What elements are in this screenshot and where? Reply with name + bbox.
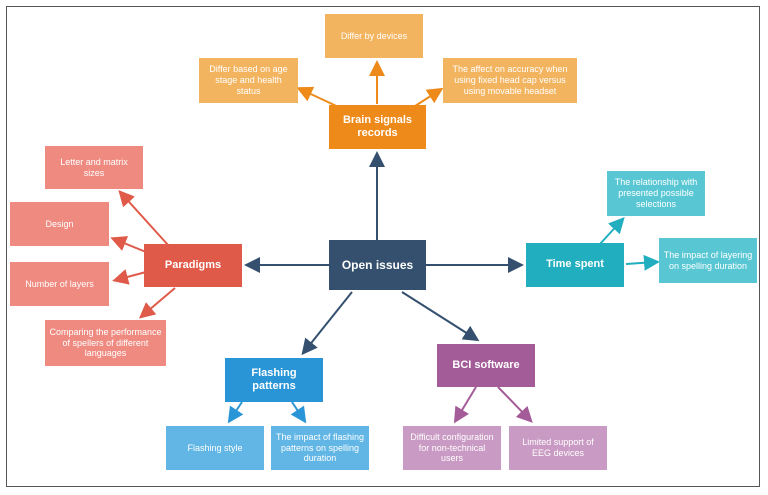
link-time-layering [625, 254, 660, 271]
node-open-issues-label: Open issues [341, 257, 414, 272]
node-paradigm-compare: Comparing the performance of spellers of… [45, 320, 166, 366]
node-flashing-patterns-label: Flashing patterns [251, 366, 297, 392]
node-flashing-style: Flashing style [166, 426, 264, 470]
node-bci-config: Difficult configuration for non-technica… [403, 426, 501, 470]
node-bci-limited: Limited support of EEG devices [509, 426, 607, 470]
node-time-layering-label: The impact of layering on spelling durat… [663, 249, 753, 271]
node-paradigm-letter-label: Letter and matrix sizes [60, 156, 128, 178]
node-brain-accuracy-label: The affect on accuracy when using fixed … [452, 64, 568, 96]
link-bci-limited [497, 386, 533, 423]
node-paradigm-design-label: Design [45, 218, 74, 229]
link-flashing-impact [290, 401, 307, 424]
node-brain-age: Differ based on age stage and health sta… [199, 58, 298, 103]
link-time-relationship [599, 217, 625, 245]
node-time-layering: The impact of layering on spelling durat… [659, 238, 757, 283]
node-time-relationship-label: The relationship with presented possible… [614, 177, 698, 209]
node-brain-devices: Differ by devices [325, 14, 423, 58]
node-bci-software: BCI software [437, 344, 535, 387]
node-flashing-impact-label: The impact of flashing patterns on spell… [275, 431, 365, 464]
link-center-bci [401, 291, 480, 342]
node-brain-accuracy: The affect on accuracy when using fixed … [443, 58, 577, 103]
link-paradigms-layers [112, 269, 147, 285]
link-paradigms-design [110, 236, 147, 253]
node-brain-devices-label: Differ by devices [340, 30, 408, 41]
node-paradigm-letter: Letter and matrix sizes [45, 146, 143, 189]
node-paradigm-layers: Number of layers [10, 262, 109, 306]
node-time-relationship: The relationship with presented possible… [607, 171, 705, 216]
node-bci-limited-label: Limited support of EEG devices [522, 437, 594, 458]
link-center-flashing [301, 291, 353, 356]
node-paradigm-layers-label: Number of layers [25, 278, 94, 289]
node-brain-signals: Brain signals records [329, 105, 426, 149]
node-flashing-impact: The impact of flashing patterns on spell… [271, 426, 369, 470]
link-flashing-style [227, 401, 244, 424]
node-bci-software-label: BCI software [452, 358, 520, 371]
link-bci-config [453, 386, 477, 424]
node-open-issues: Open issues [329, 240, 426, 290]
diagram-frame [6, 6, 760, 487]
node-paradigms: Paradigms [144, 244, 242, 287]
node-flashing-patterns: Flashing patterns [225, 358, 323, 402]
node-time-spent-label: Time spent [546, 258, 604, 271]
node-bci-config-label: Difficult configuration for non-technica… [410, 431, 494, 464]
node-paradigm-compare-label: Comparing the performance of spellers of… [49, 326, 162, 359]
node-flashing-style-label: Flashing style [187, 442, 243, 453]
node-paradigm-design: Design [10, 202, 109, 246]
node-brain-age-label: Differ based on age stage and health sta… [209, 64, 288, 96]
node-paradigms-label: Paradigms [164, 258, 222, 271]
link-paradigms-compare [138, 287, 176, 319]
node-time-spent: Time spent [526, 243, 624, 287]
link-paradigms-letter [118, 190, 169, 246]
node-brain-signals-label: Brain signals records [342, 113, 413, 139]
